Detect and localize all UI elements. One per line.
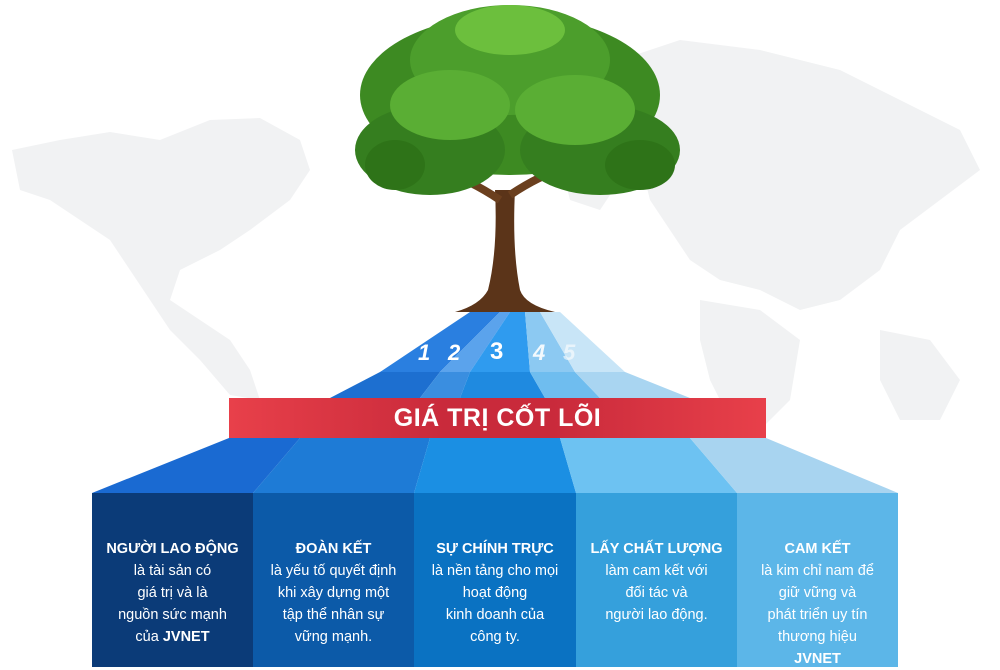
panel-line: thương hiệu (778, 629, 857, 645)
panel-line: giá trị và là (137, 585, 208, 601)
panel-line-prefix: của (135, 629, 163, 645)
panel-line: phát triển uy tín (767, 607, 868, 623)
panel-line: làm cam kết với (605, 563, 708, 579)
step-number-3: 3 (490, 338, 504, 365)
panel-line: là tài sản có (133, 563, 212, 579)
value-panel-solidarity: ĐOÀN KẾT là yếu tố quyết định khi xây dự… (253, 493, 414, 667)
banner-title: GIÁ TRỊ CỐT LÕI (393, 403, 602, 432)
tree-icon (355, 5, 680, 312)
panel-line: của JVNET (92, 626, 253, 648)
panel-line: là nền tảng cho mọi (431, 563, 559, 579)
step-number-2: 2 (448, 340, 461, 365)
panel-title: NGƯỜI LAO ĐỘNG (106, 541, 239, 557)
world-map-icon (12, 40, 980, 560)
brand-name: JVNET (794, 651, 841, 667)
panel-line: đối tác và (625, 585, 688, 601)
panel-line: kinh doanh của (445, 607, 545, 623)
panel-line: JVNET (737, 648, 898, 670)
panel-line: giữ vững và (778, 585, 857, 601)
panel-line: công ty. (470, 629, 520, 645)
panel-title: CAM KẾT (784, 541, 851, 557)
value-panel-integrity: SỰ CHÍNH TRỰC là nền tảng cho mọi hoạt đ… (414, 493, 576, 667)
step-number-5: 5 (563, 340, 576, 365)
panel-line: người lao động. (605, 607, 708, 623)
panel-line: là yếu tố quyết định (270, 563, 397, 579)
panel-line: vững mạnh. (294, 629, 373, 645)
panel-line: hoạt động (462, 585, 528, 601)
panel-line: tập thể nhân sự (282, 607, 385, 623)
brand-name: JVNET (162, 629, 210, 645)
core-values-banner: GIÁ TRỊ CỐT LÕI (229, 398, 766, 438)
panel-line: khi xây dựng một (277, 585, 390, 601)
panel-title: SỰ CHÍNH TRỰC (436, 541, 554, 557)
value-panel-commitment: CAM KẾT là kim chỉ nam để giữ vững và ph… (737, 493, 898, 667)
step-number-4: 4 (533, 340, 546, 365)
panel-title: ĐOÀN KẾT (295, 541, 372, 557)
panel-line: nguồn sức mạnh (118, 607, 227, 623)
value-panel-quality: LẤY CHẤT LƯỢNG làm cam kết với đối tác v… (576, 493, 737, 667)
panel-title: LẤY CHẤT LƯỢNG (590, 541, 723, 557)
value-panel-workers: NGƯỜI LAO ĐỘNG là tài sản có giá trị và … (92, 493, 253, 667)
step-number-1: 1 (418, 340, 431, 365)
panel-line: là kim chỉ nam để (761, 563, 874, 579)
